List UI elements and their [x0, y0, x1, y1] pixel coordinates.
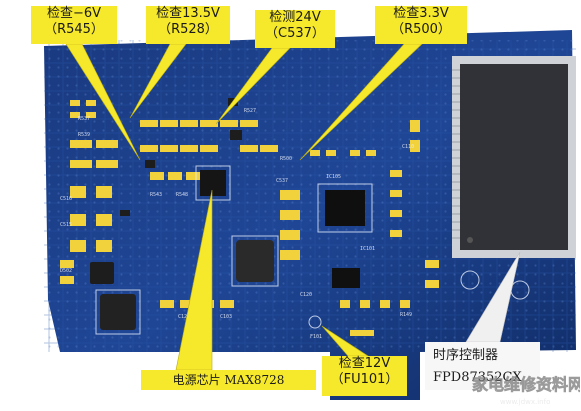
callout-check-minus-6v-ref: （R545）: [44, 22, 104, 37]
svg-text:C515: C515: [60, 222, 72, 228]
silkscreen-outlines: [95, 165, 530, 335]
callout-check-3-3v-ref: （R500）: [391, 22, 451, 37]
callout-check-minus-6v: 检查−6V （R545）: [31, 6, 117, 44]
svg-text:R543: R543: [150, 192, 162, 198]
watermark-text: 家电维修资料网: [472, 375, 580, 394]
callout-check-13-5v-ref: （R528）: [158, 22, 218, 37]
svg-text:R548: R548: [176, 192, 188, 198]
pointer-24v: [215, 47, 291, 125]
watermark-sub: www.jdwx.info: [500, 398, 550, 406]
callout-pointers: [65, 43, 423, 371]
svg-text:C129: C129: [178, 314, 190, 320]
callout-check-minus-6v-title: 检查−6V: [46, 6, 102, 21]
callout-check-24v-title: 检测24V: [269, 10, 321, 25]
callout-check-12v-ref: （FU101）: [330, 372, 399, 387]
callout-check-13-5v-title: 检查13.5V: [156, 6, 220, 21]
svg-text:C537: C537: [276, 178, 288, 184]
svg-text:C120: C120: [300, 292, 312, 298]
svg-text:R537: R537: [78, 116, 90, 122]
callout-timing-controller-part: FPD87352CX: [433, 370, 522, 385]
svg-text:R527: R527: [244, 108, 256, 114]
callout-power-chip: 电源芯片 MAX8728: [141, 370, 316, 390]
timing-controller-chip: [452, 56, 576, 258]
callout-check-3-3v: 检查3.3V （R500）: [375, 6, 467, 44]
callout-check-3-3v-title: 检查3.3V: [393, 6, 449, 21]
component-field: [60, 100, 439, 336]
svg-text:C110: C110: [402, 144, 414, 150]
svg-text:R500: R500: [280, 156, 292, 162]
callout-power-chip-title: 电源芯片 MAX8728: [172, 373, 285, 387]
callout-check-12v-title: 检查12V: [338, 356, 391, 371]
svg-text:R539: R539: [78, 132, 90, 138]
pointer-13-5v: [129, 43, 187, 119]
pointer-minus6v: [65, 43, 141, 161]
svg-text:IC105: IC105: [326, 174, 341, 180]
callout-check-24v-ref: （C537）: [265, 26, 325, 41]
svg-text:D502: D502: [60, 268, 72, 274]
svg-text:F101: F101: [310, 334, 322, 340]
callout-timing-controller-title: 时序控制器: [433, 348, 499, 363]
pointer-3-3v: [299, 43, 423, 161]
silkscreen-text: C110 IC105 R543 R548 C516 C515 D502 R537…: [60, 108, 414, 340]
svg-text:IC101: IC101: [360, 246, 375, 252]
svg-text:C103: C103: [220, 314, 232, 320]
svg-text:C516: C516: [60, 196, 72, 202]
site-watermark: 家电维修资料网 www.jdwx.info: [472, 375, 580, 406]
callout-check-12v: 检查12V （FU101）: [322, 356, 407, 396]
callout-check-24v: 检测24V （C537）: [255, 10, 335, 48]
callout-timing-controller: 时序控制器 FPD87352CX: [425, 342, 540, 390]
callout-check-13-5v: 检查13.5V （R528）: [146, 6, 230, 44]
svg-text:R149: R149: [400, 312, 412, 318]
